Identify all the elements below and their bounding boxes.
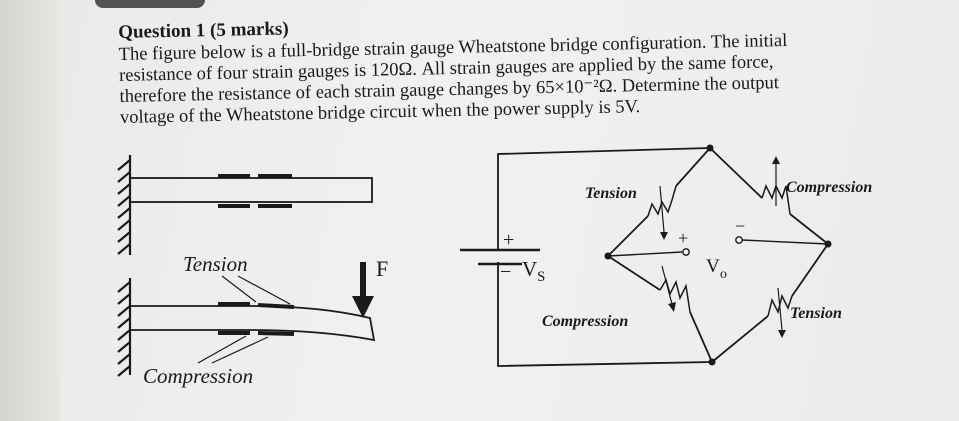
lower-wall-hatch (117, 281, 131, 377)
wire-left-lower (607, 255, 661, 291)
beam-compression-label: Compression (143, 364, 253, 388)
variable-arrow-bottom-left (661, 265, 673, 305)
node-right (824, 240, 832, 248)
output-lead-right (741, 239, 829, 245)
variable-arrow-top-left (659, 185, 665, 233)
gauge-bottom-left-resistor (659, 278, 691, 313)
arrowhead-top-left (660, 232, 668, 240)
upper-beam (129, 177, 373, 203)
wire-left-lower-b (689, 311, 713, 363)
upper-gauges (218, 174, 292, 208)
upper-wall-hatch (117, 159, 131, 255)
supply-label: V (522, 257, 537, 281)
force-arrow-icon (352, 262, 374, 318)
page-fold-shadow (0, 0, 60, 421)
wire-top (497, 147, 711, 240)
output-subscript: o (720, 267, 727, 282)
wire-left-upper-b (675, 147, 711, 187)
gauge-top-left-label: Tension (585, 185, 637, 202)
compression-leader-1 (197, 335, 247, 364)
output-terminal-minus (735, 236, 743, 244)
bridge-nodes (604, 144, 832, 366)
supply-plus-sign: + (503, 229, 514, 251)
arrowhead-bottom-left (668, 302, 676, 312)
lower-gauges (218, 302, 295, 336)
node-top (706, 144, 714, 152)
wire-bottom (497, 262, 713, 367)
variable-arrow-bottom-right (777, 287, 783, 331)
beam-tension-label: Tension (183, 252, 248, 276)
node-left (604, 252, 612, 260)
wire-right-lower-b (791, 243, 829, 297)
top-edge-strip (95, 0, 205, 8)
gauge-bottom-right-label: Tension (790, 305, 842, 322)
wire-right-lower (711, 315, 769, 363)
node-bottom (708, 358, 716, 366)
wire-right-upper-b (789, 213, 829, 245)
output-terminal-plus (682, 248, 690, 256)
arrowhead-top-right (772, 156, 780, 164)
supply-subscript: S (537, 269, 545, 285)
gauge-top-left-resistor (647, 185, 677, 217)
gauge-top-right-label: Compression (786, 179, 872, 196)
tension-leader-2 (237, 275, 291, 305)
arrowhead-bottom-right (778, 330, 786, 338)
output-lead-left (607, 251, 683, 257)
compression-leader-2 (211, 336, 269, 364)
output-minus-sign: − (735, 216, 745, 236)
wire-left-upper (607, 215, 649, 257)
force-label: F (376, 256, 388, 281)
supply-minus-sign: − (500, 261, 511, 283)
output-plus-sign: + (678, 228, 688, 248)
wire-right-upper (709, 147, 763, 199)
tension-leader-1 (221, 275, 257, 303)
output-label: V (706, 256, 720, 277)
gauge-bottom-left-label: Compression (542, 313, 628, 330)
